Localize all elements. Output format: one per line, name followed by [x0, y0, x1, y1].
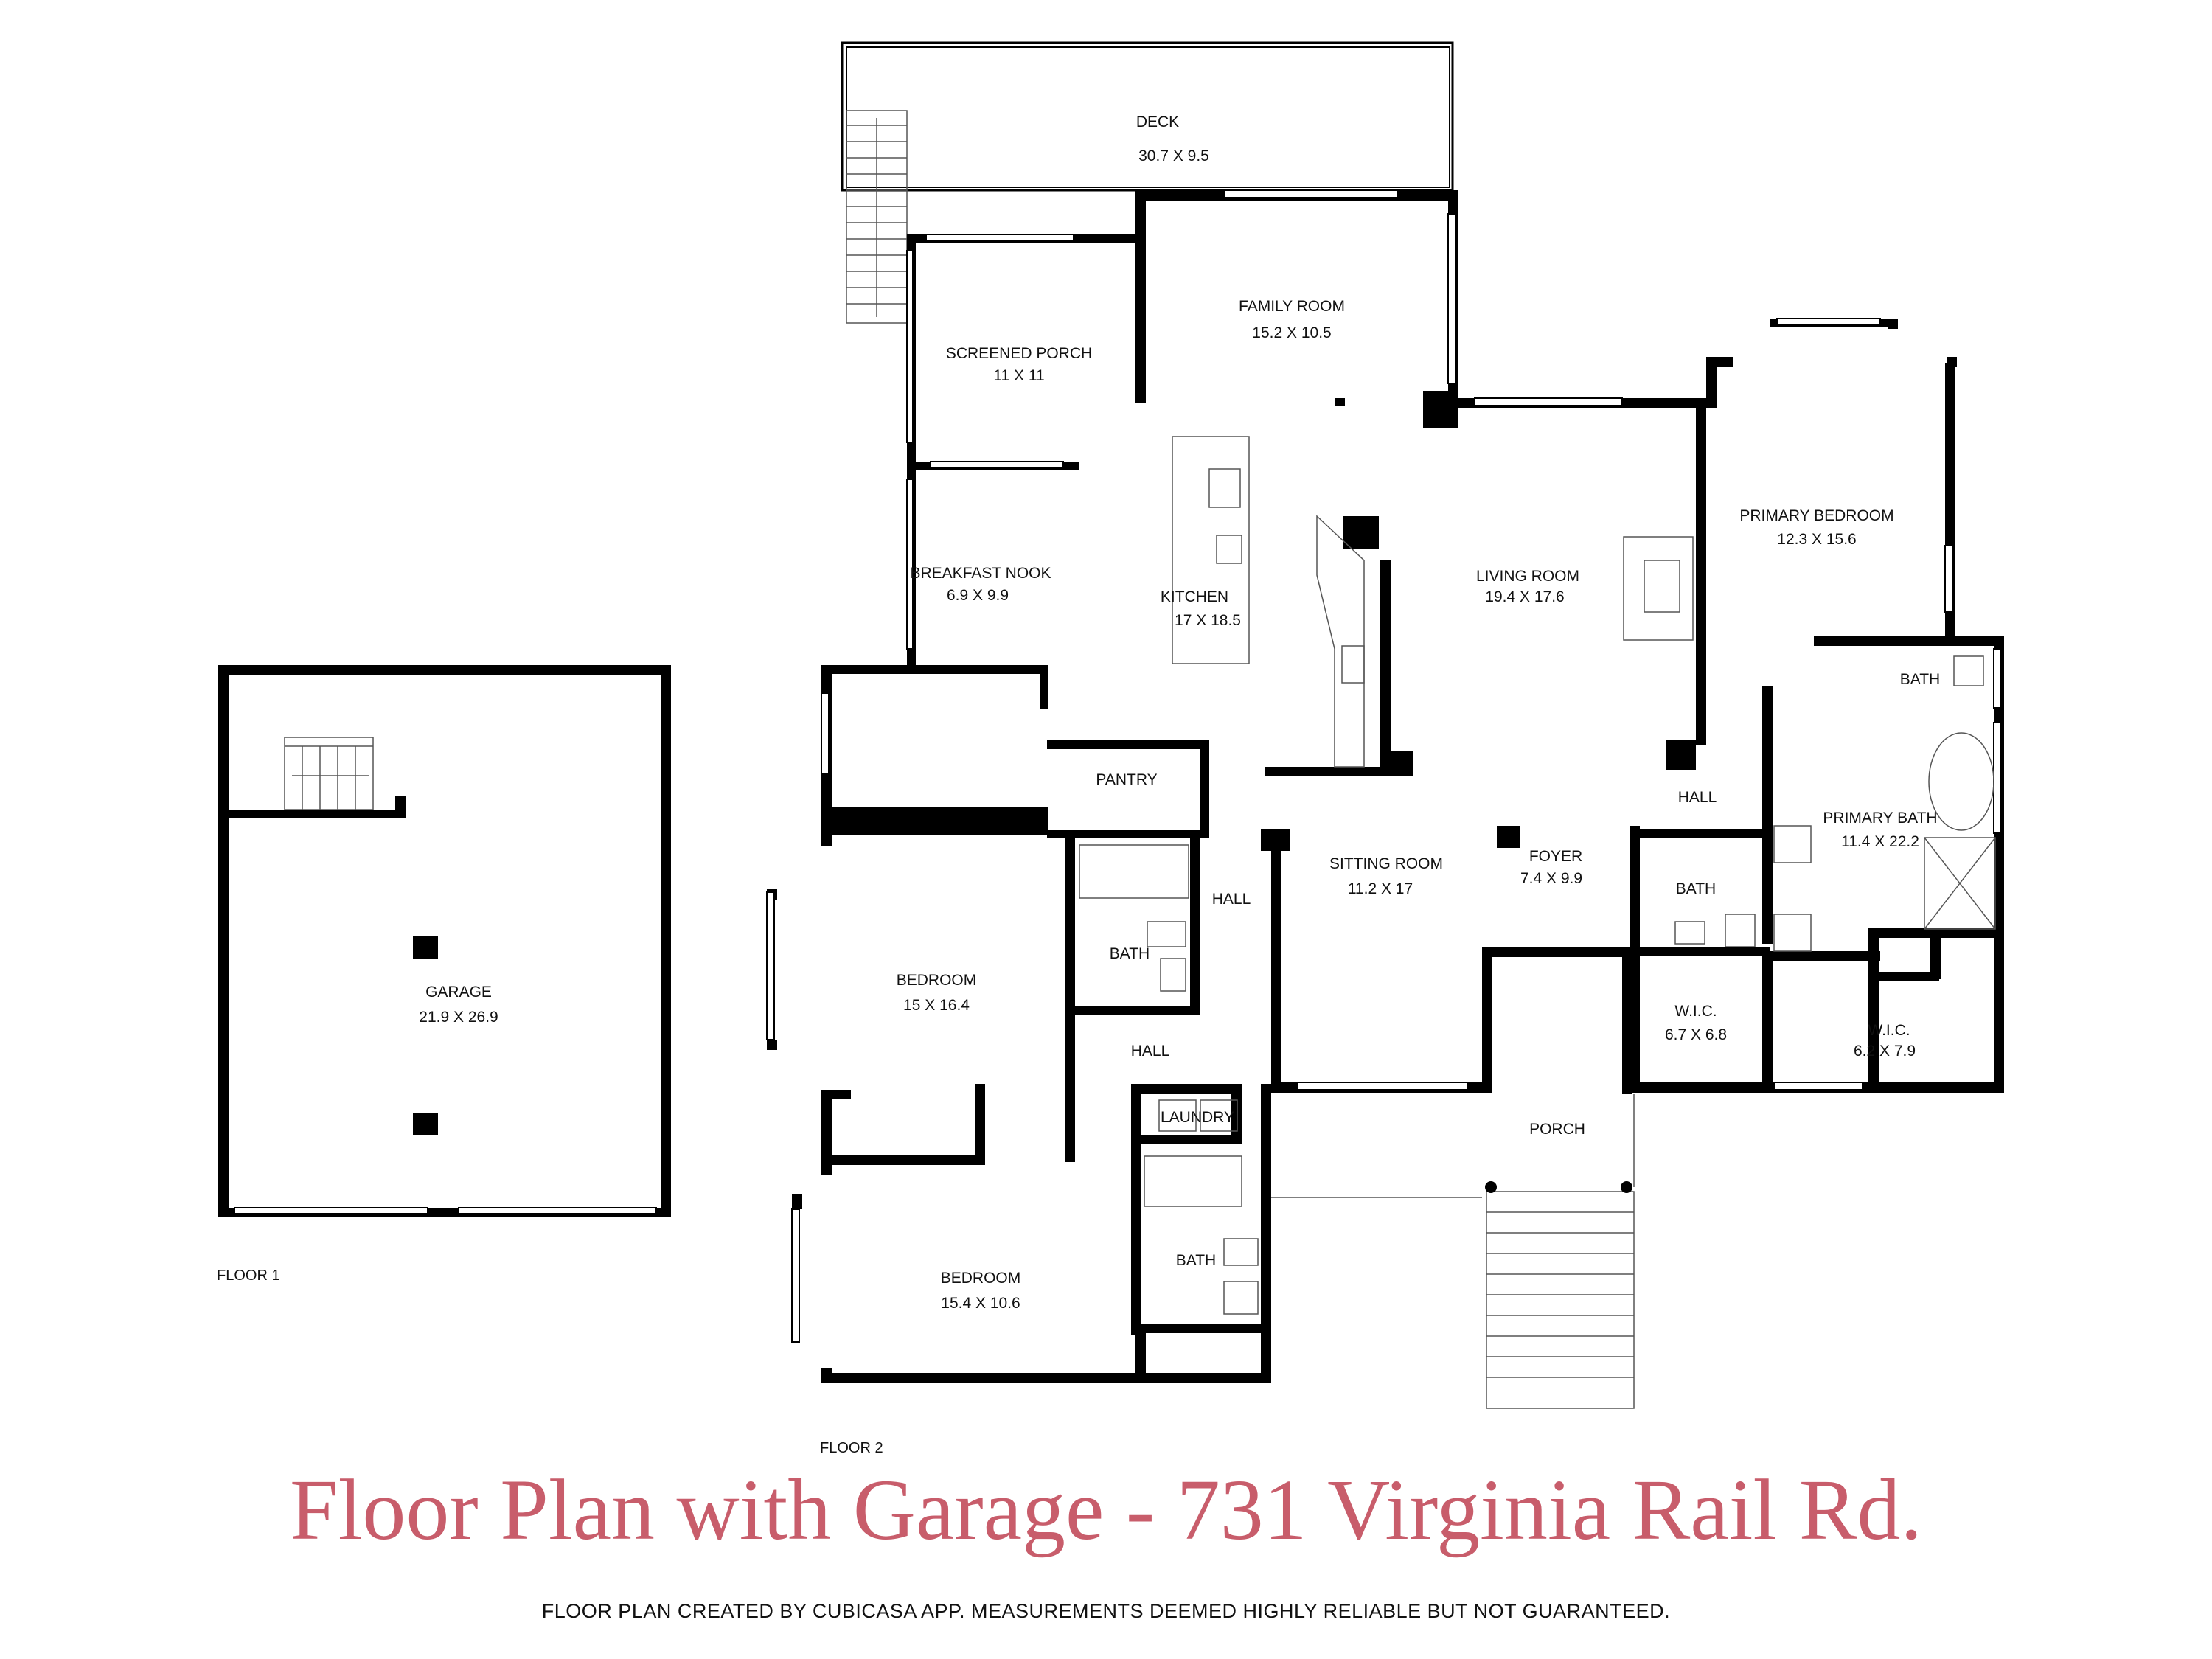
room-name-bath-center: BATH [1676, 880, 1716, 897]
room-name-primary-bedroom: PRIMARY BEDROOM [1739, 507, 1893, 524]
floor-label-2: FLOOR 2 [820, 1440, 883, 1456]
room-name-foyer: FOYER [1529, 848, 1582, 865]
room-name-hall-east: HALL [1678, 789, 1717, 806]
room-name-bath-lower: BATH [1176, 1252, 1216, 1269]
room-dims-sitting-room: 11.2 X 17 [1348, 880, 1413, 897]
room-name-wic-2: W.I.C. [1868, 1022, 1910, 1039]
room-dims-wic-1: 6.7 X 6.8 [1665, 1026, 1727, 1043]
floor-label-1: FLOOR 1 [217, 1267, 280, 1284]
room-dims-primary-bedroom: 12.3 X 15.6 [1777, 531, 1856, 548]
room-name-living-room: LIVING ROOM [1476, 568, 1579, 585]
room-dims-deck: 30.7 X 9.5 [1138, 147, 1209, 164]
room-name-bath-west: BATH [1110, 945, 1150, 962]
room-name-porch: PORCH [1529, 1121, 1585, 1138]
room-name-garage: GARAGE [425, 984, 492, 1001]
room-name-bedroom-2: BEDROOM [941, 1270, 1021, 1287]
room-labels: DECK 30.7 X 9.5 FAMILY ROOM 15.2 X 10.5 … [419, 114, 1940, 1312]
room-name-bedroom-1: BEDROOM [897, 972, 977, 989]
room-name-screened-porch: SCREENED PORCH [946, 345, 1092, 362]
garage-structure [218, 665, 671, 1217]
fixtures [1079, 436, 1996, 1315]
room-dims-bedroom-1: 15 X 16.4 [903, 997, 970, 1014]
room-dims-bedroom-2: 15.4 X 10.6 [941, 1295, 1020, 1312]
room-dims-family-room: 15.2 X 10.5 [1252, 324, 1331, 341]
room-name-kitchen: KITCHEN [1161, 588, 1228, 605]
disclaimer-text: FLOOR PLAN CREATED BY CUBICASA APP. MEAS… [541, 1600, 1671, 1622]
room-dims-foyer: 7.4 X 9.9 [1520, 870, 1582, 887]
room-name-hall-lower: HALL [1131, 1043, 1170, 1060]
deck-structure [841, 41, 1454, 324]
room-dims-primary-bath: 11.4 X 22.2 [1841, 833, 1919, 850]
room-dims-kitchen: 17 X 18.5 [1175, 612, 1241, 629]
room-name-pantry: PANTRY [1096, 771, 1157, 788]
room-name-sitting-room: SITTING ROOM [1329, 855, 1443, 872]
room-name-breakfast-nook: BREAKFAST NOOK [911, 565, 1051, 582]
room-name-bath-primary: BATH [1900, 671, 1940, 688]
room-name-deck: DECK [1136, 114, 1179, 131]
main-house-walls [766, 189, 2004, 1409]
room-dims-breakfast-nook: 6.9 X 9.9 [947, 587, 1009, 604]
room-name-primary-bath: PRIMARY BATH [1823, 810, 1937, 827]
room-dims-garage: 21.9 X 26.9 [419, 1009, 498, 1026]
room-name-hall-west: HALL [1212, 891, 1251, 908]
room-name-laundry: LAUNDRY [1161, 1109, 1234, 1126]
room-name-family-room: FAMILY ROOM [1239, 298, 1345, 315]
page-title: Floor Plan with Garage - 731 Virginia Ra… [290, 1461, 1922, 1558]
room-dims-living-room: 19.4 X 17.6 [1485, 588, 1564, 605]
room-name-wic-1: W.I.C. [1674, 1003, 1717, 1020]
room-dims-screened-porch: 11 X 11 [993, 367, 1044, 384]
room-dims-wic-2: 6.2 X 7.9 [1854, 1043, 1916, 1060]
